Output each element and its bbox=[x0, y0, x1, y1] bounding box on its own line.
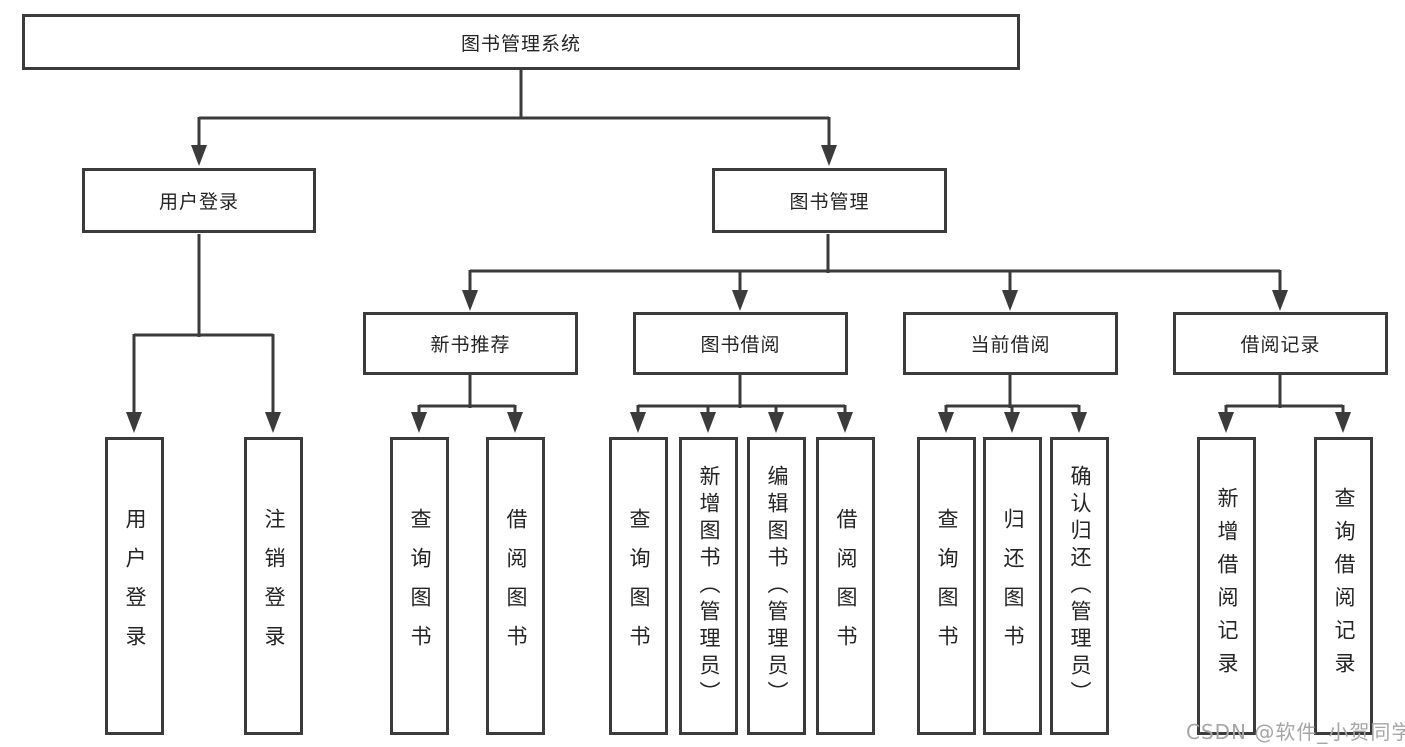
node-leaf-query-books-current-label: 查询图书 bbox=[935, 508, 959, 664]
node-leaf-add-borrow-record: 新增借阅记录 bbox=[1197, 437, 1256, 735]
node-leaf-query-books-recommend-label: 查询图书 bbox=[408, 508, 432, 664]
node-leaf-add-borrow-record-label: 新增借阅记录 bbox=[1215, 487, 1239, 685]
node-leaf-user-login: 用户登录 bbox=[105, 437, 164, 735]
node-leaf-borrow-books-recommend-label: 借阅图书 bbox=[504, 508, 528, 664]
node-new-book-recommend-label: 新书推荐 bbox=[430, 334, 511, 356]
node-leaf-query-books-current: 查询图书 bbox=[917, 437, 976, 735]
node-current-borrow: 当前借阅 bbox=[903, 312, 1118, 375]
node-leaf-user-login-label: 用户登录 bbox=[123, 508, 147, 664]
arrowheads bbox=[126, 145, 1351, 433]
node-borrow-records: 借阅记录 bbox=[1173, 312, 1388, 375]
node-leaf-confirm-return-admin-label: 确认归还（管理员） bbox=[1068, 464, 1092, 708]
node-user-login-label: 用户登录 bbox=[158, 191, 239, 213]
csdn-watermark: CSDN @软件_小贺同学 bbox=[1186, 720, 1405, 744]
node-leaf-return-books-label: 归还图书 bbox=[1001, 508, 1025, 664]
node-leaf-query-books-borrow: 查询图书 bbox=[609, 437, 668, 735]
node-book-management: 图书管理 bbox=[712, 168, 947, 233]
node-leaf-query-borrow-record: 查询借阅记录 bbox=[1314, 437, 1373, 735]
node-leaf-borrow-books-recommend: 借阅图书 bbox=[486, 437, 545, 735]
node-leaf-query-borrow-record-label: 查询借阅记录 bbox=[1332, 487, 1356, 685]
node-book-borrow-label: 图书借阅 bbox=[700, 334, 781, 356]
node-book-borrow: 图书借阅 bbox=[633, 312, 848, 375]
node-leaf-query-books-borrow-label: 查询图书 bbox=[627, 508, 651, 664]
node-leaf-logout: 注销登录 bbox=[244, 437, 303, 735]
node-leaf-logout-label: 注销登录 bbox=[262, 508, 286, 664]
node-root-label: 图书管理系统 bbox=[460, 32, 581, 55]
node-new-book-recommend: 新书推荐 bbox=[363, 312, 578, 375]
node-leaf-return-books: 归还图书 bbox=[983, 437, 1042, 735]
node-borrow-records-label: 借阅记录 bbox=[1240, 334, 1321, 356]
node-root: 图书管理系统 bbox=[22, 14, 1020, 70]
node-leaf-edit-books-admin: 编辑图书（管理员） bbox=[747, 437, 806, 735]
node-book-management-label: 图书管理 bbox=[789, 191, 870, 213]
node-leaf-add-books-admin: 新增图书（管理员） bbox=[679, 437, 738, 735]
node-leaf-borrow-books: 借阅图书 bbox=[816, 437, 875, 735]
node-user-login: 用户登录 bbox=[82, 168, 316, 233]
node-leaf-confirm-return-admin: 确认归还（管理员） bbox=[1050, 437, 1109, 735]
node-leaf-edit-books-admin-label: 编辑图书（管理员） bbox=[765, 464, 789, 708]
node-leaf-query-books-recommend: 查询图书 bbox=[390, 437, 449, 735]
node-current-borrow-label: 当前借阅 bbox=[970, 334, 1051, 356]
node-leaf-add-books-admin-label: 新增图书（管理员） bbox=[697, 464, 721, 708]
node-leaf-borrow-books-label: 借阅图书 bbox=[834, 508, 858, 664]
